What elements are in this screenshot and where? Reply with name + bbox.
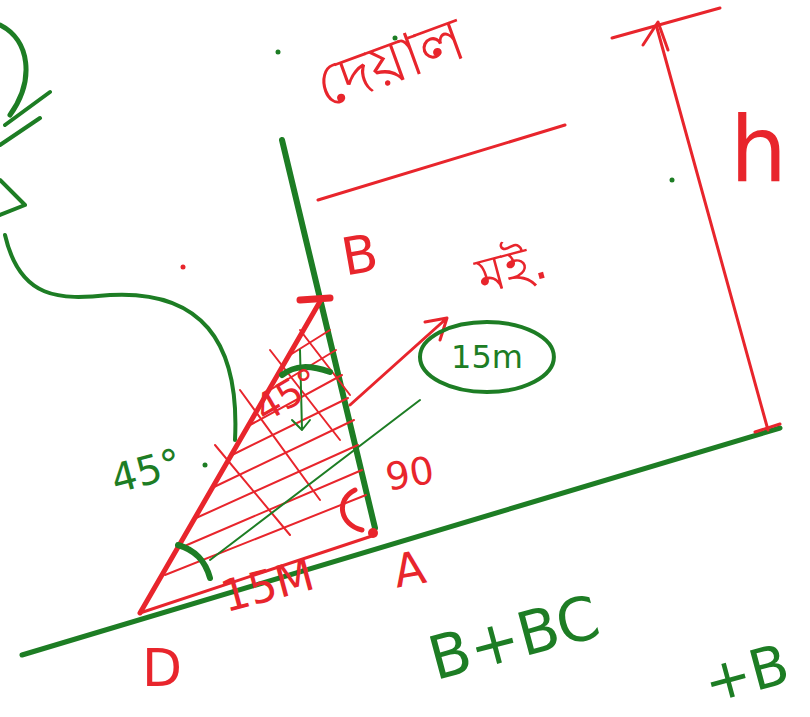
dimension-line	[657, 28, 768, 430]
point-label: A	[390, 544, 429, 595]
stray-stroke	[0, 25, 26, 115]
equation-fragment: B+BC	[422, 586, 605, 689]
point-label: B	[337, 226, 381, 283]
dimension-tick	[612, 8, 720, 38]
arrow	[350, 318, 447, 405]
angle-label: 90	[383, 451, 437, 497]
point-label: D	[142, 642, 182, 694]
arrowhead	[643, 22, 668, 50]
height-label: h	[730, 105, 787, 195]
stray-stroke	[0, 92, 50, 145]
equation-fragment: +B	[698, 636, 795, 712]
angle-mark	[178, 545, 210, 578]
leader-line	[5, 235, 235, 440]
wall-label: দেয়াল	[308, 7, 472, 116]
hatching	[165, 330, 366, 575]
dimension-label: 15M	[216, 552, 318, 619]
underline	[318, 125, 565, 200]
stray-stroke	[0, 180, 25, 215]
ladder-label: মই.	[472, 236, 552, 302]
angle-label: 45°	[107, 442, 186, 499]
dimension-tick	[755, 424, 780, 432]
circled-value: 15m	[417, 319, 557, 395]
point	[368, 528, 378, 538]
right-angle-mark	[342, 490, 362, 530]
tick	[300, 298, 330, 300]
value-text: 15m	[451, 341, 523, 373]
ground-line	[22, 428, 780, 655]
